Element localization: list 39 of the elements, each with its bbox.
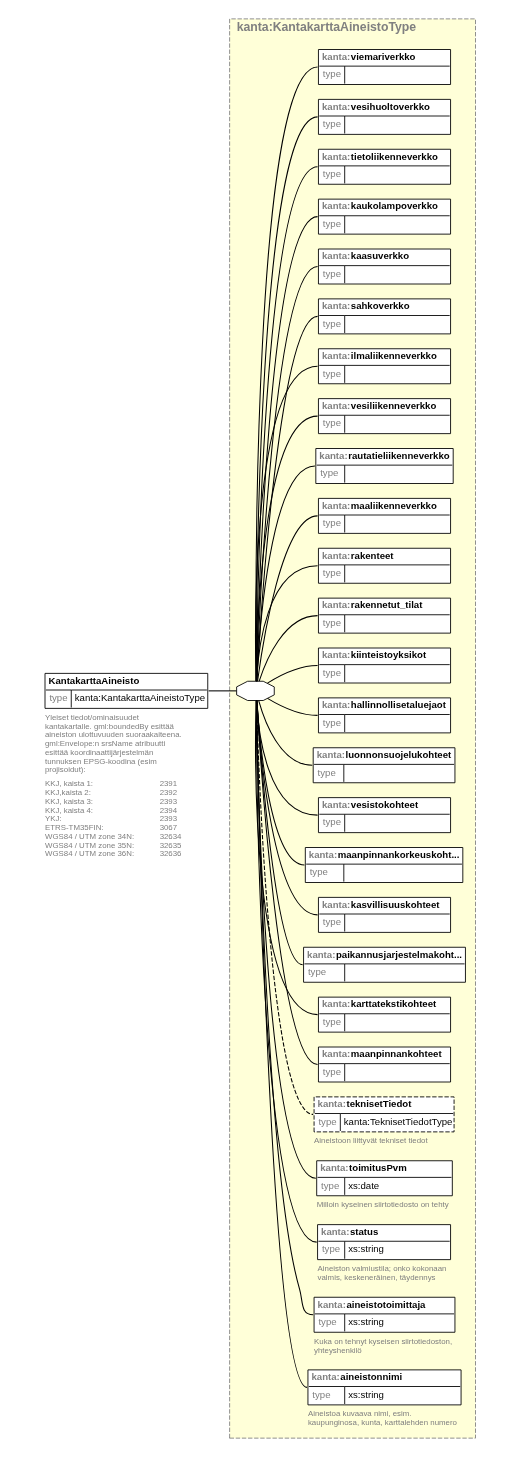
connector [257,700,313,766]
connector [255,700,303,966]
node-label: Kuka on tehnyt kyseisen siirtotiedoston, yhteyshenkilö [313,1336,452,1355]
node-label: WGS84 / UTM zone 36N: [44,849,134,859]
node-label: Aineistoa kuvaava nimi, esim. kaupunginosa, kunta, karttalehden numero [307,1409,457,1428]
connector [255,700,308,1388]
connector [255,700,318,816]
node-label: 2393 [159,796,177,806]
node-label: Aineiston valmiustila; onko kokonaan valmis, keskeneräinen, täydennys [317,1264,446,1282]
node-label: Aineistoon liittyvät tekniset tiedot [313,1136,428,1146]
connector [258,615,318,682]
node-label: 2392 [159,788,177,798]
connector [256,515,318,682]
connector [255,700,314,1316]
node-label: 2393 [159,814,177,824]
node-label: ETRS-TM35FIN: [44,823,104,833]
node-label: KKJ, kaista 3: [44,796,93,806]
connector [207,690,237,692]
node-label: Milloin kyseinen siirtotiedosto on tehty [316,1200,449,1210]
connector [266,664,318,684]
node-label: Yleiset tiedot/ominaisuudet kantakartalle. gml:boundedBy esittää aineiston ulottuvuuden suoraakaiteena. gml:Envelope:n srsName atribuutti esittää koordinaattijärjestelmän tunnuksen EPSG-koodina (esim projisoidut): [44,712,182,775]
node-label: YKJ: [44,814,62,824]
node-label: WGS84 / UTM zone 35N: [44,840,134,850]
connector [255,700,314,1115]
connector [255,699,318,916]
node-label: KKJ, kaista 1: [44,779,93,789]
node-label: 2394 [159,805,177,815]
node-label: 2391 [159,779,177,789]
node-label: 3067 [159,823,177,833]
connector [266,697,318,716]
connector [255,415,318,682]
node-label: KKJ, kaista 4: [44,805,93,815]
node-label: 32635 [159,840,181,850]
node-label: 32634 [159,831,181,841]
node-label: WGS84 / UTM zone 34N: [44,831,134,841]
node-label: 32636 [159,849,181,859]
connector [255,700,305,866]
node-octagon [235,680,275,701]
node-label: KKJ,kaista 2: [44,788,91,798]
